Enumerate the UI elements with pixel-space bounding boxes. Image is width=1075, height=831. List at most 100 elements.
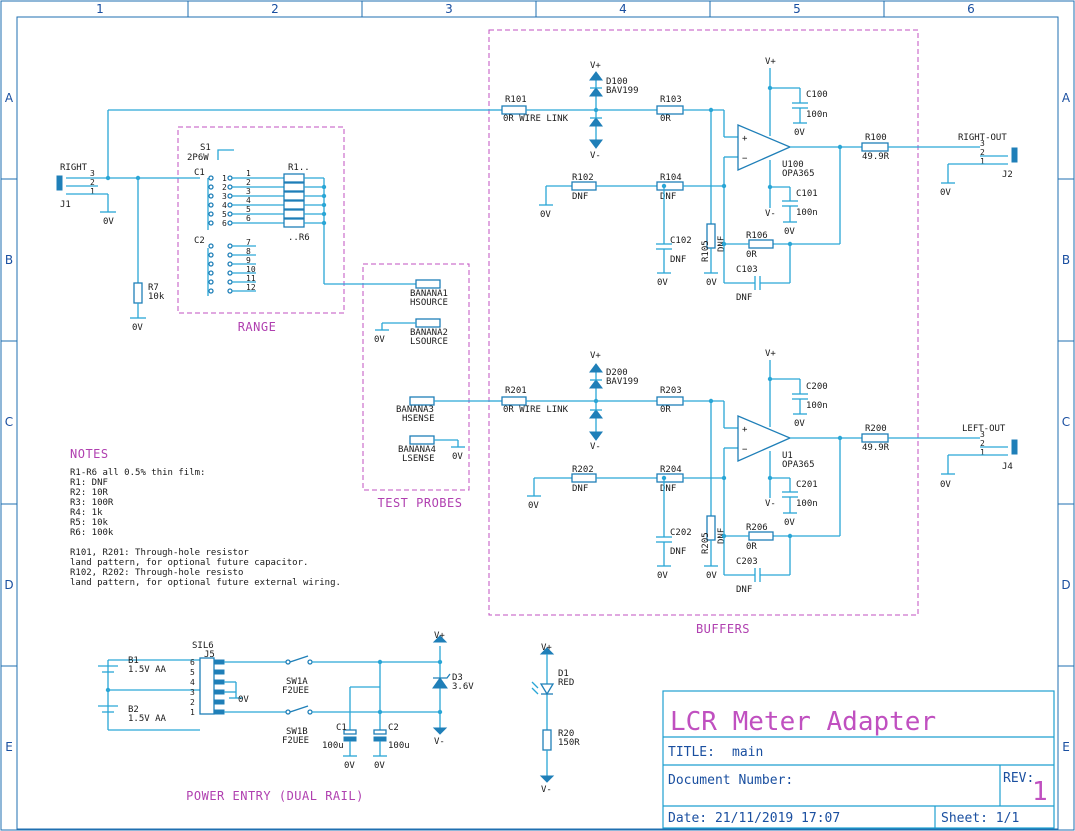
banana-jack-4: 0V BANANA4 LSENSE xyxy=(398,435,465,464)
output-connector-j4: LEFT-OUT 3 2 1 0V J4 xyxy=(940,424,1018,490)
svg-text:7: 7 xyxy=(246,238,251,247)
svg-text:4: 4 xyxy=(246,196,251,205)
svg-text:12: 12 xyxy=(246,283,256,292)
svg-text:3: 3 xyxy=(246,187,251,196)
svg-text:C1: C1 xyxy=(194,168,205,178)
banana-jack-2: 0V BANANA2 LSOURCE xyxy=(374,318,448,347)
svg-text:LSOURCE: LSOURCE xyxy=(410,337,448,347)
svg-text:SW1B: SW1B xyxy=(286,727,308,737)
svg-text:R201: R201 xyxy=(505,386,527,396)
grid-column-labels: 1 2 3 4 5 6 xyxy=(96,2,975,16)
svg-text:2: 2 xyxy=(246,178,251,187)
svg-text:1: 1 xyxy=(980,157,985,166)
svg-text:6: 6 xyxy=(222,219,227,228)
svg-text:BANANA1: BANANA1 xyxy=(410,289,448,299)
svg-text:6: 6 xyxy=(190,658,195,667)
svg-text:V+: V+ xyxy=(590,351,601,361)
svg-text:R202: R202 xyxy=(572,465,594,475)
svg-text:R106: R106 xyxy=(746,231,768,241)
svg-text:0V: 0V xyxy=(940,188,951,198)
svg-text:2P6W: 2P6W xyxy=(187,153,209,163)
svg-text:HSENSE: HSENSE xyxy=(402,414,435,424)
svg-text:V+: V+ xyxy=(765,349,776,359)
grid-row-label: A xyxy=(5,91,14,105)
buffers-section-box xyxy=(488,29,919,616)
range-resistors-r1-r6: R1.. ..R6 xyxy=(283,163,416,285)
svg-text:0V: 0V xyxy=(657,278,668,288)
svg-text:BAV199: BAV199 xyxy=(606,86,639,96)
sheet-field: Sheet: 1/1 xyxy=(941,811,1019,826)
svg-text:1.5V AA: 1.5V AA xyxy=(128,665,167,675)
svg-text:1: 1 xyxy=(90,187,95,196)
svg-text:R105: R105 xyxy=(701,240,711,262)
svg-text:0V: 0V xyxy=(452,452,463,462)
svg-text:0V: 0V xyxy=(657,571,668,581)
svg-text:0V: 0V xyxy=(784,518,795,528)
svg-text:R1-R6 all 0.5% thin film:: R1-R6 all 0.5% thin film: xyxy=(70,468,205,478)
grid-row-label: E xyxy=(5,740,13,754)
svg-text:J5: J5 xyxy=(204,650,215,660)
title-label: TITLE: xyxy=(668,745,715,760)
svg-text:0V: 0V xyxy=(706,571,717,581)
svg-text:−: − xyxy=(742,445,748,455)
svg-text:V+: V+ xyxy=(590,61,601,71)
svg-text:C1: C1 xyxy=(336,723,347,733)
title-block: LCR Meter Adapter TITLE: main Document N… xyxy=(662,690,1055,829)
svg-text:BANANA2: BANANA2 xyxy=(410,328,448,338)
svg-text:0V: 0V xyxy=(528,501,539,511)
svg-text:3: 3 xyxy=(222,192,227,201)
svg-text:R1: DNF: R1: DNF xyxy=(70,478,108,488)
banana-jack-3: BANANA3 HSENSE xyxy=(396,396,490,424)
svg-text:LEFT-OUT: LEFT-OUT xyxy=(962,424,1006,434)
svg-text:49.9R: 49.9R xyxy=(862,443,890,453)
project-title: LCR Meter Adapter xyxy=(670,707,936,737)
svg-text:10: 10 xyxy=(246,265,256,274)
svg-text:HSOURCE: HSOURCE xyxy=(410,298,448,308)
svg-text:150R: 150R xyxy=(558,738,580,748)
svg-text:11: 11 xyxy=(246,274,256,283)
svg-text:R206: R206 xyxy=(746,523,768,533)
svg-text:C101: C101 xyxy=(796,189,818,199)
svg-text:land pattern, for optional fut: land pattern, for optional future extern… xyxy=(70,578,341,588)
svg-text:C2: C2 xyxy=(194,236,205,246)
svg-text:0V: 0V xyxy=(794,419,805,429)
svg-text:DNF: DNF xyxy=(670,547,686,557)
range-section-label: RANGE xyxy=(238,320,277,334)
notes-heading: NOTES xyxy=(70,447,109,461)
svg-text:10k: 10k xyxy=(148,292,165,302)
svg-text:4: 4 xyxy=(222,201,227,210)
grid-row-label: A xyxy=(1062,91,1071,105)
svg-text:RED: RED xyxy=(558,678,574,688)
buffer-left: R201 0R WIRE LINK V+ V- D200 BAV199 R203… xyxy=(490,349,980,595)
svg-text:3.6V: 3.6V xyxy=(452,682,474,692)
resistor-r7: R7 10k 0V xyxy=(130,178,165,333)
svg-text:2: 2 xyxy=(980,148,985,157)
svg-text:0V: 0V xyxy=(784,227,795,237)
svg-text:0V: 0V xyxy=(540,210,551,220)
svg-text:C203: C203 xyxy=(736,557,758,567)
output-connector-j2: RIGHT-OUT 3 2 1 0V J2 xyxy=(940,133,1018,198)
svg-text:R101, R201: Through-hole resis: R101, R201: Through-hole resistor xyxy=(70,548,249,558)
svg-text:5: 5 xyxy=(190,668,195,677)
grid-row-label: B xyxy=(5,253,13,267)
svg-text:..R6: ..R6 xyxy=(288,233,310,243)
svg-text:R104: R104 xyxy=(660,173,682,183)
date-field: Date: 21/11/2019 17:07 xyxy=(668,811,840,826)
rev-value: 1 xyxy=(1032,777,1048,807)
svg-text:V-: V- xyxy=(434,737,445,747)
svg-text:6: 6 xyxy=(246,214,251,223)
svg-text:2: 2 xyxy=(190,698,195,707)
svg-text:C100: C100 xyxy=(806,90,828,100)
svg-text:100u: 100u xyxy=(388,741,410,751)
svg-text:land pattern, for optional fut: land pattern, for optional future capaci… xyxy=(70,558,308,568)
svg-text:100n: 100n xyxy=(796,208,818,218)
svg-text:BANANA3: BANANA3 xyxy=(396,405,434,415)
svg-text:J4: J4 xyxy=(1002,462,1013,472)
svg-text:SW1A: SW1A xyxy=(286,677,308,687)
svg-text:3: 3 xyxy=(90,169,95,178)
grid-col-label: 5 xyxy=(793,2,801,16)
svg-text:C201: C201 xyxy=(796,480,818,490)
svg-text:49.9R: 49.9R xyxy=(862,152,890,162)
